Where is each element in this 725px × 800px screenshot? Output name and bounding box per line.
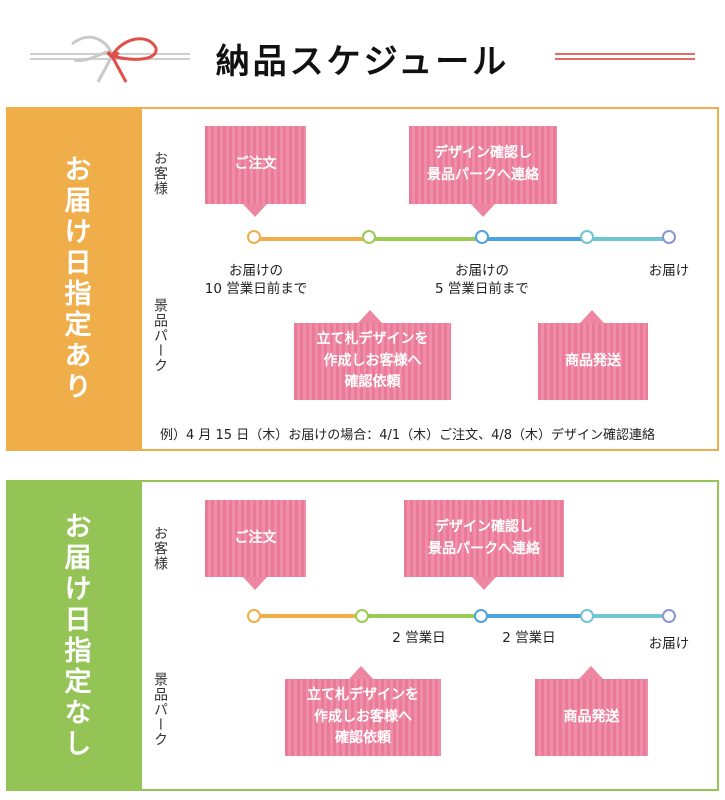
timeline-segment-2 bbox=[370, 237, 482, 241]
section-title: お届け日指定なし bbox=[59, 511, 91, 760]
bubble-create-design-line1: 立て札デザインを bbox=[307, 686, 419, 703]
timeline-segment-2 bbox=[363, 614, 481, 618]
bubble-create-design-line1: 立て札デザインを bbox=[316, 330, 429, 347]
timeline-label-line: 10 営業日前まで bbox=[204, 281, 308, 298]
bubble-design-confirm-line2: 景品パークへ連絡 bbox=[427, 167, 539, 183]
timeline-node-1 bbox=[247, 230, 261, 244]
bubble-create-design-line2: 作成しお客様へ bbox=[323, 352, 422, 369]
bubble-tail bbox=[579, 666, 603, 679]
timeline-segment-3 bbox=[482, 237, 588, 241]
bubble-create-design-line3: 確認依頼 bbox=[335, 730, 391, 747]
bubble-tail bbox=[349, 666, 373, 679]
timeline-segment-3 bbox=[481, 614, 588, 618]
bubble-create-design: 立て札デザインを 作成しお客様へ 確認依頼 bbox=[294, 310, 451, 400]
schedule-example-note: 例）4 月 15 日（木）お届けの場合：4/1（木）ご注文、4/8（木）デザイン… bbox=[160, 428, 656, 443]
bubble-ship: 商品発送 bbox=[535, 666, 648, 756]
section-side-label: お届け日指定なし bbox=[8, 482, 142, 789]
timeline-label-delivery: お届け bbox=[648, 263, 690, 279]
timeline-node-5 bbox=[662, 609, 676, 623]
timeline-label-line: 5 営業日前まで bbox=[435, 281, 529, 298]
timeline-segment-4 bbox=[588, 614, 669, 618]
timeline-node-4 bbox=[580, 609, 594, 623]
timeline-label-line: お届けの bbox=[455, 263, 509, 279]
timeline-label-5-days: お届けの 5 営業日前まで bbox=[412, 262, 552, 298]
actor-store-label: 景品パーク bbox=[152, 298, 168, 373]
section-with-delivery-date: お届け日指定あり bbox=[6, 107, 719, 451]
timeline-node-2 bbox=[362, 230, 376, 244]
timeline-node-4 bbox=[580, 230, 594, 244]
timeline-node-5 bbox=[662, 230, 676, 244]
bubble-tail bbox=[472, 577, 496, 590]
bubble-create-design-line2: 作成しお客様へ bbox=[314, 708, 412, 725]
timeline-label-2-days-first: 2 営業日 bbox=[392, 630, 446, 646]
bubble-order: ご注文 bbox=[205, 126, 306, 217]
bubble-create-design-line3: 確認依頼 bbox=[344, 374, 401, 391]
section-title: お届け日指定あり bbox=[59, 155, 91, 403]
timeline-label-2-days-second: 2 営業日 bbox=[502, 630, 556, 646]
bubble-order-text: ご注文 bbox=[234, 529, 277, 546]
actor-store-label: 景品パーク bbox=[152, 672, 168, 747]
bubble-tail bbox=[243, 204, 267, 217]
bubble-design-confirm: デザイン確認し 景品パークへ連絡 bbox=[404, 500, 564, 590]
bubble-tail bbox=[471, 204, 495, 217]
header-rule-right bbox=[555, 52, 695, 61]
bubble-ship-text: 商品発送 bbox=[565, 352, 621, 369]
timeline-label-delivery: お届け bbox=[648, 636, 690, 652]
mizuhiki-bow-icon bbox=[71, 35, 158, 83]
timeline-node-2 bbox=[355, 609, 369, 623]
timeline-node-1 bbox=[247, 609, 261, 623]
timeline-node-3 bbox=[474, 609, 488, 623]
timeline-node-3 bbox=[475, 230, 489, 244]
section-without-delivery-date: お届け日指定なし bbox=[6, 480, 719, 791]
bubble-ship: 商品発送 bbox=[538, 310, 648, 400]
timeline-segment-4 bbox=[588, 237, 669, 241]
bubble-ship-text: 商品発送 bbox=[563, 708, 620, 725]
bubble-order: ご注文 bbox=[205, 500, 306, 590]
timeline-segment-1 bbox=[255, 614, 363, 618]
bubble-design-confirm-line2: 景品パークへ連絡 bbox=[428, 540, 540, 557]
actor-customer-label: お客様 bbox=[152, 151, 168, 196]
page-title: 納品スケジュール bbox=[215, 42, 510, 82]
bubble-create-design: 立て札デザインを 作成しお客様へ 確認依頼 bbox=[285, 666, 441, 756]
bubble-tail bbox=[243, 577, 267, 590]
bubble-design-confirm-line1: デザイン確認し bbox=[434, 145, 532, 162]
bubble-tail bbox=[580, 310, 604, 323]
bubble-design-confirm: デザイン確認し 景品パークへ連絡 bbox=[409, 126, 557, 217]
timeline-label-10-days: お届けの 10 営業日前まで bbox=[186, 262, 326, 298]
bubble-tail bbox=[358, 310, 382, 323]
timeline-label-line: お届けの bbox=[229, 263, 283, 279]
bubble-design-confirm-line1: デザイン確認し bbox=[435, 518, 533, 535]
timeline-segment-1 bbox=[256, 237, 370, 241]
section-side-label: お届け日指定あり bbox=[8, 109, 142, 449]
actor-customer-label: お客様 bbox=[152, 526, 168, 571]
bubble-order-text: ご注文 bbox=[234, 156, 277, 173]
